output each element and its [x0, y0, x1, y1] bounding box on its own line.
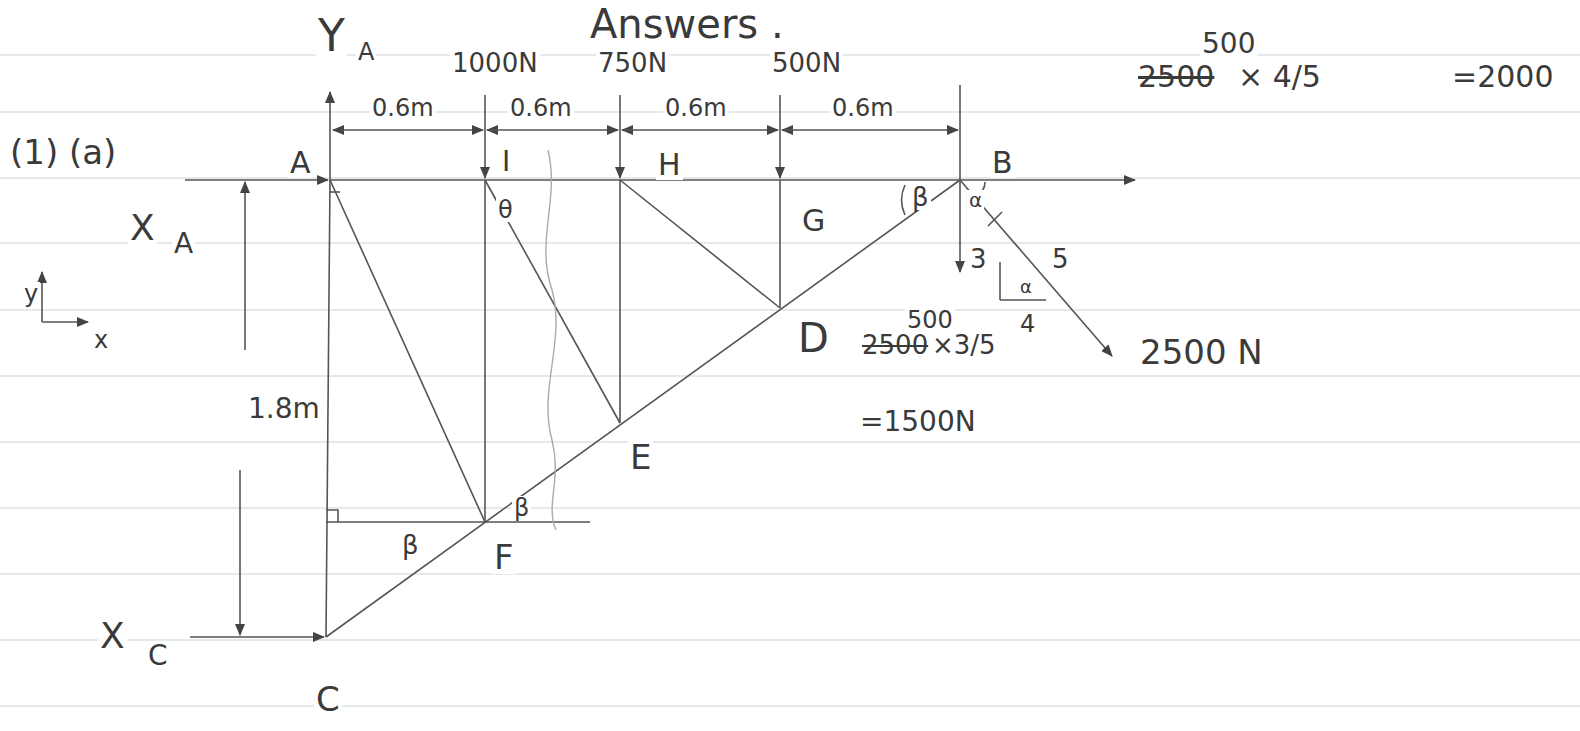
- subscript: A: [172, 230, 195, 258]
- component-label: 3: [968, 246, 989, 272]
- dimension: 0.6m: [830, 96, 896, 120]
- angle-label: α: [967, 190, 984, 210]
- joint-label: B: [990, 148, 1015, 178]
- axis-label: y: [22, 282, 40, 306]
- joint-label: A: [288, 148, 313, 178]
- load-label: 1000N: [450, 50, 540, 76]
- axis-label: x: [92, 328, 110, 352]
- triangle-side: 4: [1018, 312, 1037, 336]
- load-label: 750N: [596, 50, 669, 76]
- calc-note: 2500: [1136, 62, 1216, 92]
- joint-label: D: [796, 318, 831, 358]
- calc-note: =1500N: [858, 408, 978, 436]
- angle-label: β: [910, 184, 931, 210]
- angle-label: β: [400, 532, 421, 558]
- calc-note: 500: [1200, 30, 1257, 58]
- joint-label: E: [628, 440, 653, 474]
- subscript: C: [146, 642, 170, 670]
- calc-note: =2000: [1450, 62, 1555, 92]
- angle-label: β: [512, 496, 531, 520]
- angle-label: α: [1018, 278, 1034, 296]
- calc-note: 500: [905, 308, 955, 332]
- joint-label: F: [492, 540, 516, 574]
- dimension: 1.8m: [246, 395, 322, 423]
- dimension: 0.6m: [508, 96, 574, 120]
- page-title: Answers .: [588, 4, 786, 44]
- joint-label: C: [314, 682, 342, 716]
- joint-label: G: [800, 206, 827, 236]
- reaction-label: X: [98, 618, 127, 654]
- force-label: Y: [316, 14, 347, 58]
- calc-note: 2500: [860, 332, 930, 358]
- calc-note: × 4/5: [1236, 62, 1323, 92]
- dimension: 0.6m: [663, 96, 729, 120]
- subscript: A: [356, 40, 376, 64]
- angle-label: θ: [496, 198, 515, 222]
- question-number: (1) (a): [8, 135, 118, 169]
- dimension: 0.6m: [370, 96, 436, 120]
- joint-label: H: [656, 150, 683, 180]
- reaction-label: X: [128, 210, 157, 246]
- joint-label: I: [500, 148, 512, 176]
- load-label: 500N: [770, 50, 843, 76]
- force-label: 2500 N: [1138, 335, 1265, 369]
- triangle-side: 5: [1050, 246, 1071, 272]
- calc-note: ×3/5: [930, 332, 998, 358]
